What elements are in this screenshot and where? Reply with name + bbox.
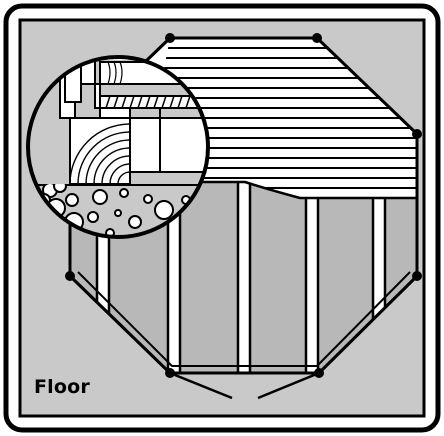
diagram-caption: Floor bbox=[34, 376, 90, 398]
corner-post bbox=[165, 33, 175, 43]
corner-post bbox=[412, 271, 422, 281]
floor-edge bbox=[150, 180, 417, 200]
stud bbox=[236, 182, 252, 373]
stud bbox=[304, 182, 320, 373]
corner-post bbox=[412, 129, 422, 139]
stud bbox=[166, 182, 182, 373]
door-opening bbox=[169, 371, 320, 400]
corner-post bbox=[312, 33, 322, 43]
detail-magnifier bbox=[26, 55, 210, 239]
bottom-perimeter bbox=[68, 271, 419, 375]
corner-post bbox=[65, 271, 75, 281]
floor-joist bbox=[129, 117, 208, 173]
